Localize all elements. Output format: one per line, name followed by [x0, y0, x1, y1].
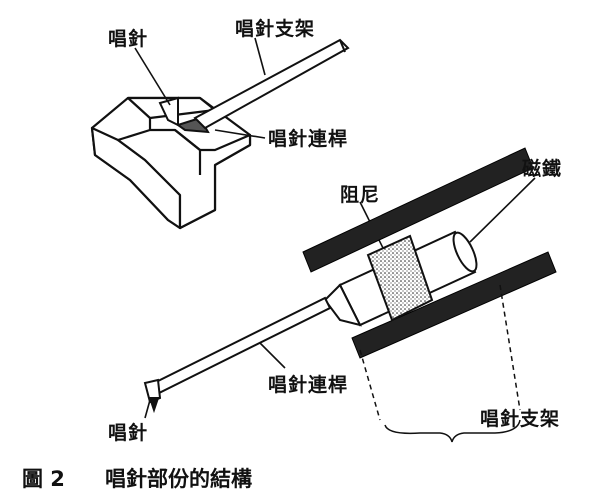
label-cantilever-bottom: 唱針連桿: [268, 374, 349, 396]
holder-bracket: [359, 284, 521, 443]
figure-caption: 唱針部份的結構: [105, 467, 252, 491]
label-stylus-top: 唱針: [108, 28, 149, 50]
bottom-cantilever: [143, 296, 332, 414]
top-cantilever: [193, 38, 350, 130]
label-magnet: 磁鐵: [522, 158, 563, 180]
label-cantilever-top: 唱針連桿: [268, 128, 349, 150]
figure-number: 圖 2: [22, 467, 65, 491]
label-cantilever-holder-bottom: 唱針支架: [480, 408, 561, 430]
magnet-bars: [302, 147, 557, 359]
label-stylus-bottom: 唱針: [108, 422, 149, 444]
label-damper: 阻尼: [340, 184, 381, 206]
label-cantilever-holder-top: 唱針支架: [235, 18, 316, 40]
pointer-lines: [134, 37, 536, 419]
damper: [366, 234, 434, 322]
cartridge-body: [90, 96, 252, 230]
